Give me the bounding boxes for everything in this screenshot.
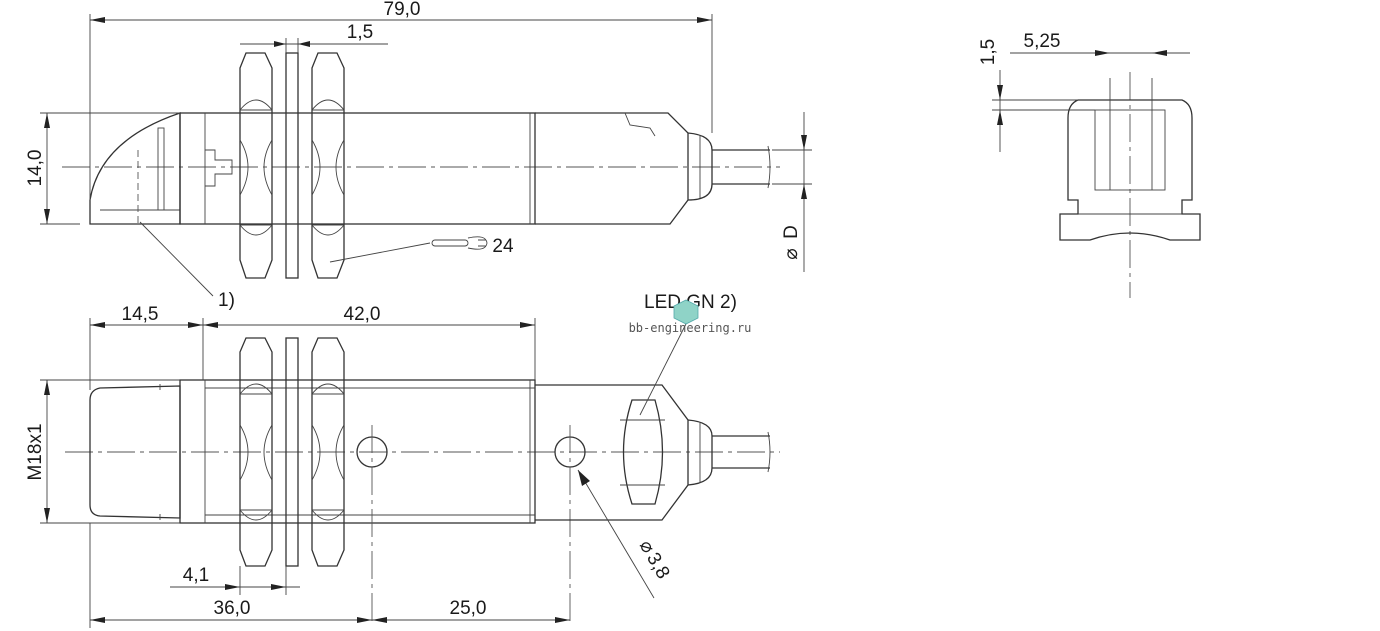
diameter-symbol: ⌀ (781, 248, 802, 259)
top-view-dimensions: 79,0 1,5 14,0 ⌀ D 24 1) (25, 0, 812, 311)
dim-m18-arrow-bottom (44, 508, 50, 523)
side-outline (1059, 99, 1201, 241)
dim-thread: M18x1 (25, 423, 46, 480)
top-nut-2 (311, 52, 345, 279)
side-window (1094, 109, 1166, 191)
watermark-logo-icon (673, 299, 699, 325)
dim-side-height: 1,5 (978, 39, 999, 65)
dim-side15-arrow-bottom (997, 110, 1003, 125)
top-keyway (205, 149, 233, 187)
top-nut-2-curve-a (311, 99, 345, 111)
callout-1: 1) (218, 290, 235, 311)
dim-15-arrow-right (298, 41, 310, 47)
wrench-handle (431, 239, 469, 247)
top-tail-body (535, 112, 689, 225)
dim-36-arrow-left (90, 617, 105, 623)
top-washer (285, 52, 299, 279)
bottom-view (65, 315, 780, 625)
dim-head-arrow-mid-a (188, 322, 203, 328)
dim-41-arrow-right (271, 584, 286, 590)
dim-cable-diameter: ⌀ D (781, 225, 802, 260)
top-cable-break (767, 145, 771, 189)
bottom-nut-1-mid (239, 424, 273, 481)
dim-overall-length: 79,0 (384, 0, 421, 20)
dim-nut-offset: 4,1 (183, 565, 209, 586)
dim-hole-spacing: 25,0 (450, 598, 487, 619)
dim-head-arrow-mid-b (203, 322, 218, 328)
bottom-nut-1 (239, 337, 273, 567)
dim-cable-diameter-value: D (781, 225, 802, 239)
dim-head-length: 14,5 (122, 304, 159, 325)
dim-25-arrow-left (372, 617, 387, 623)
top-head-outline (89, 112, 181, 225)
dim-nut-thickness: 1,5 (347, 22, 373, 43)
wrench-jaw (467, 236, 488, 250)
led-window (622, 399, 664, 505)
hole-leader (577, 469, 655, 599)
dim-thread-arrow-right (520, 322, 535, 328)
dim-side15-arrow-top (997, 85, 1003, 100)
dim-side-width: 5,25 (1024, 31, 1061, 52)
bottom-cable-gland (687, 419, 713, 486)
dim-hole1-position: 36,0 (214, 598, 251, 619)
dim-d-arrow-bottom (801, 184, 807, 199)
callout-1-leader (139, 221, 214, 297)
bottom-nut-2-curve-a (311, 383, 345, 395)
dim-d-arrow-top (801, 135, 807, 150)
side-view (1059, 72, 1201, 298)
dim-thread-length: 42,0 (344, 304, 381, 325)
dim-41-arrow-left (225, 584, 240, 590)
top-thread-body (179, 112, 536, 225)
dim-79-arrow-left (90, 17, 105, 23)
top-nut-1-curve-b (239, 224, 273, 236)
wrench-size: 24 (492, 236, 514, 257)
top-head-slot (157, 127, 165, 211)
dim-14-arrow-top (44, 113, 50, 128)
bottom-washer (285, 337, 299, 567)
wrench-icon (431, 236, 488, 250)
bottom-nut-1-curve-b (239, 509, 273, 521)
led-window-inner (620, 419, 665, 486)
bottom-nut-2-mid (311, 424, 345, 481)
top-nut-1-curve-a (239, 99, 273, 111)
top-cable-gland (687, 132, 713, 201)
watermark-text: bb-engineering.ru (629, 321, 752, 335)
hole-leader-arrow (578, 470, 590, 486)
dim-79-arrow-right (697, 17, 712, 23)
dim-body-height: 14,0 (25, 150, 46, 187)
wrench-leader (329, 242, 431, 263)
watermark: bb-engineering.ru (629, 299, 752, 335)
hole-diameter-value: 3,8 (642, 549, 673, 582)
top-nut-2-mid (311, 139, 345, 196)
top-nut-2-curve-b (311, 224, 345, 236)
top-tail-notch (624, 112, 656, 137)
bottom-cable-break (767, 431, 771, 473)
bottom-tail-body (535, 384, 689, 521)
led-leader (639, 315, 691, 416)
dim-36-arrow-right (357, 617, 372, 623)
side-view-dimensions: 5,25 1,5 (978, 31, 1190, 152)
top-view (62, 52, 780, 297)
bottom-head-outline (89, 385, 181, 519)
dim-m18-arrow-top (44, 380, 50, 395)
dim-525-arrow-left (1095, 50, 1110, 56)
bottom-view-dimensions: 14,5 42,0 M18x1 4,1 36,0 25,0 ⌀ 3,8 LED (25, 292, 737, 628)
top-nut-1 (239, 52, 273, 279)
dim-525-arrow-right (1152, 50, 1167, 56)
bottom-nut-2 (311, 337, 345, 567)
dim-25-arrow-right (555, 617, 570, 623)
bottom-thread-body (179, 379, 536, 524)
top-nut-1-mid (239, 139, 273, 196)
dim-15-arrow-left (274, 41, 286, 47)
dim-head-arrow-left (90, 322, 105, 328)
bottom-nut-2-curve-b (311, 509, 345, 521)
wrench-jaw-inner (478, 239, 486, 247)
bottom-nut-1-curve-a (239, 383, 273, 395)
dim-14-arrow-bottom (44, 209, 50, 224)
